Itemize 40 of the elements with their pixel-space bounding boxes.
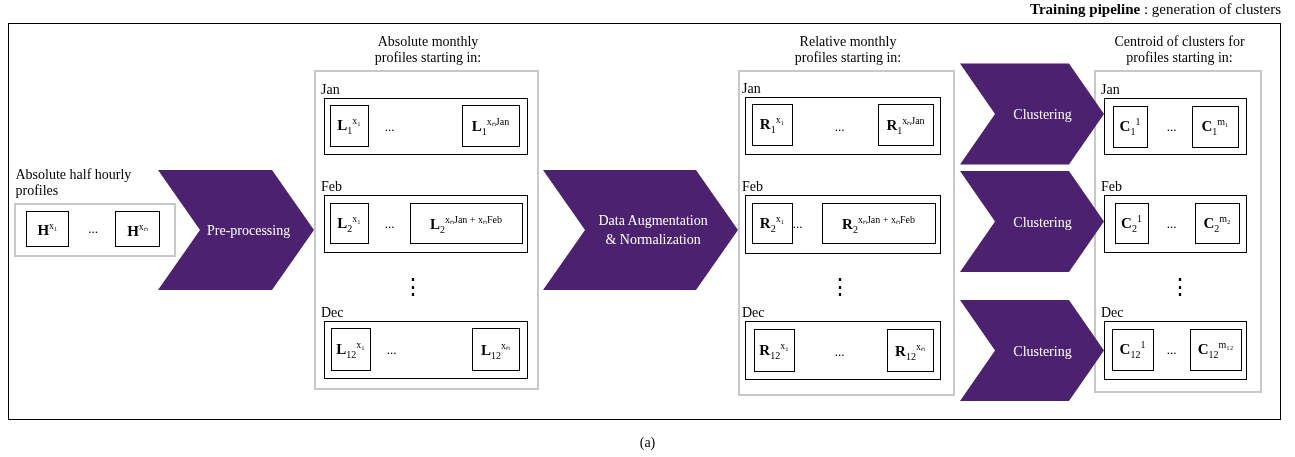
month-label: Jan — [742, 82, 761, 96]
vertical-ellipsis: ⋮ — [402, 274, 424, 300]
month-label: Dec — [1101, 306, 1124, 320]
month-label: Dec — [321, 306, 344, 320]
figure-caption: (a) — [638, 435, 657, 451]
matrix-box: H$^{xₙ}$ — [115, 211, 160, 247]
ellipsis: ... — [834, 343, 845, 360]
group-heading: Centroid of clusters for profiles starting in: — [1113, 33, 1246, 66]
chevron-arrow — [960, 171, 1104, 272]
matrix-box: H$^{x₁}$ — [26, 211, 69, 247]
chevron-arrow — [960, 63, 1104, 165]
group-heading: Absolute monthly profiles starting in: — [373, 33, 483, 66]
ellipsis: ... — [792, 215, 803, 232]
chevron-arrow — [158, 170, 314, 290]
ellipsis: ... — [88, 221, 98, 237]
month-label: Jan — [321, 83, 340, 97]
ellipsis: ... — [384, 215, 395, 232]
ellipsis: ... — [386, 341, 397, 358]
month-label: Jan — [1101, 83, 1120, 97]
month-label: Dec — [742, 306, 765, 320]
edge-label: Data Augmentation & Normalization — [598, 212, 709, 249]
edge-label: Clustering — [1012, 342, 1073, 360]
vertical-ellipsis: ⋮ — [829, 274, 851, 300]
diagram-title: Training pipeline : generation of clusters — [1030, 1, 1281, 18]
vertical-ellipsis: ⋮ — [1169, 274, 1191, 300]
group-heading: Relative monthly profiles starting in: — [793, 33, 903, 66]
ellipsis: ... — [834, 118, 845, 135]
edge-label: Pre-processing — [206, 221, 292, 240]
chevron-arrow — [543, 170, 738, 290]
ellipsis: ... — [1166, 341, 1177, 358]
ellipsis: ... — [1166, 118, 1177, 135]
ellipsis: ... — [1166, 215, 1177, 232]
group-heading: Absolute half hourly profiles — [15, 166, 133, 199]
edge-label: Clustering — [1012, 213, 1073, 231]
month-label: Feb — [1101, 180, 1122, 194]
ellipsis: ... — [384, 118, 395, 135]
month-label: Feb — [742, 180, 763, 194]
month-label: Feb — [321, 180, 342, 194]
edge-label: Clustering — [1012, 105, 1073, 124]
chevron-arrow — [960, 300, 1104, 401]
